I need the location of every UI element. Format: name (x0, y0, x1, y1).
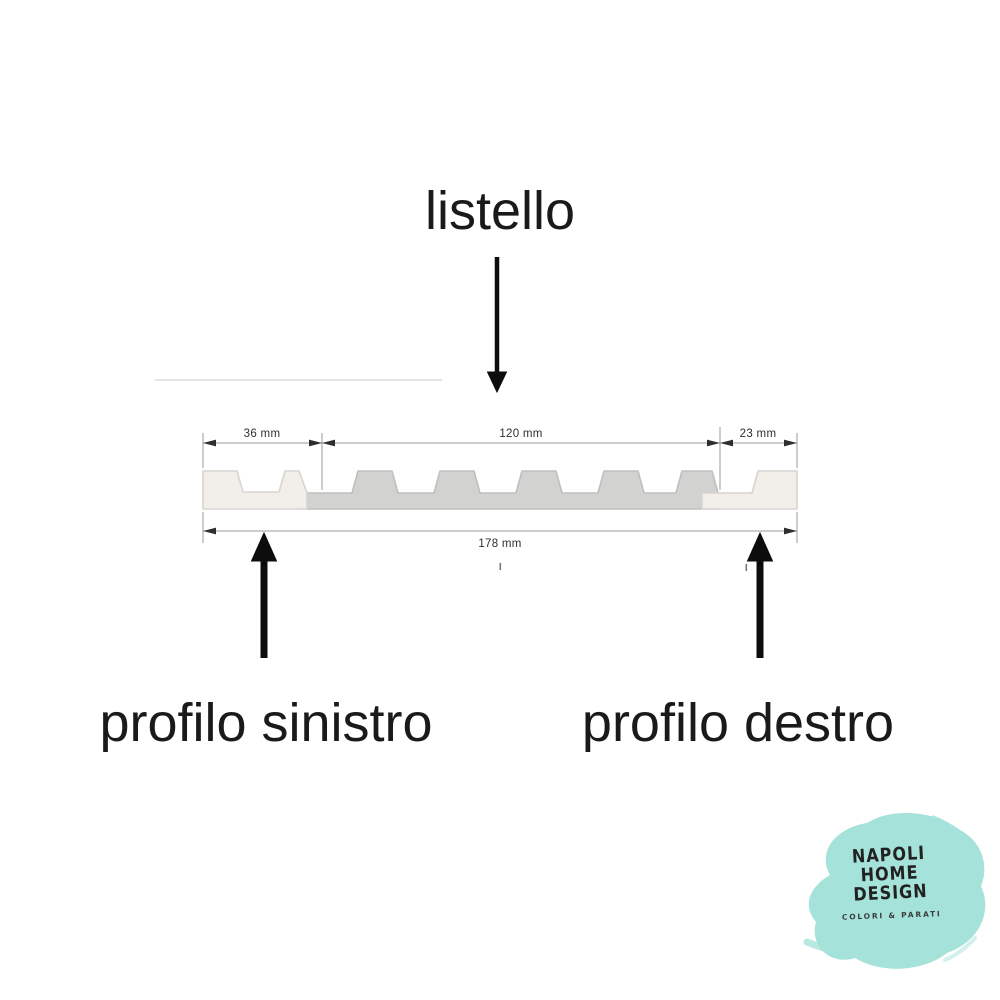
dim-label-120mm: 120 mm (499, 428, 542, 440)
dim-label-23mm: 23 mm (740, 428, 777, 440)
logo-wordmark: NAPOLI HOME DESIGN COLORI & PARATI (823, 842, 957, 924)
teal-brush-blob-icon (803, 812, 986, 969)
tick-mark-right (745, 564, 748, 571)
slat-center-piece (302, 470, 719, 510)
bottom-dimension-line (203, 527, 797, 535)
right-profile-piece (701, 470, 798, 510)
left-profile-piece (202, 470, 308, 510)
title-listello: listello (424, 181, 576, 241)
left-profile-pointer-arrow-icon (250, 531, 278, 658)
label-left-profile: profilo sinistro (99, 693, 433, 753)
tick-mark-left (499, 563, 502, 570)
brand-logo: NAPOLI HOME DESIGN COLORI & PARATI (795, 790, 1000, 1000)
right-profile-pointer-arrow-icon (746, 531, 774, 658)
dim-label-36mm: 36 mm (244, 428, 281, 440)
top-dimension-line (203, 439, 797, 447)
dimension-extension-lines (202, 427, 798, 543)
label-right-profile: profilo destro (581, 693, 895, 753)
listello-pointer-arrow-icon (486, 257, 508, 394)
dim-label-178mm: 178 mm (478, 538, 521, 550)
